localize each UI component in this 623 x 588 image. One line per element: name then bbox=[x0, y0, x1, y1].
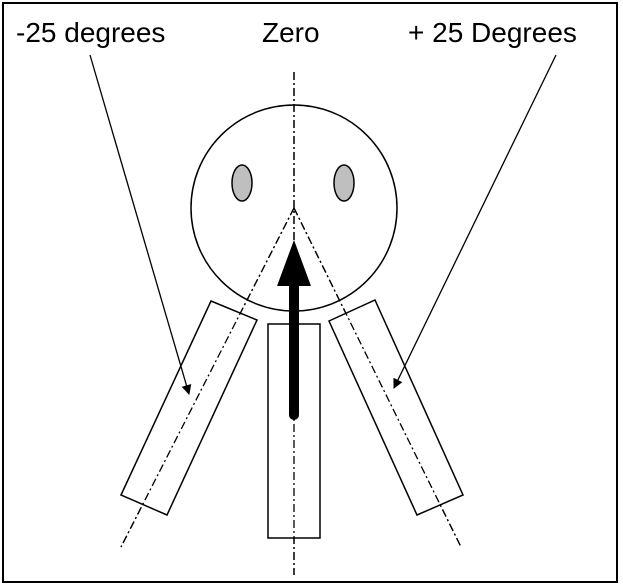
diagram-frame bbox=[2, 2, 618, 583]
right-eye bbox=[333, 164, 355, 202]
neck-minus-25-position bbox=[119, 300, 259, 516]
zero-direction-arrow-head bbox=[277, 240, 311, 286]
label-minus-25-degrees: -25 degrees bbox=[16, 17, 165, 48]
plus-25-pointer-arrow bbox=[393, 54, 557, 389]
minus-25-pointer-arrow bbox=[89, 54, 192, 395]
label-plus-25-degrees: + 25 Degrees bbox=[408, 17, 577, 48]
plus-25-line-overlay bbox=[293, 207, 462, 548]
neck-plus-25-position bbox=[328, 299, 464, 516]
label-zero: Zero bbox=[262, 17, 320, 48]
left-eye bbox=[231, 164, 253, 202]
